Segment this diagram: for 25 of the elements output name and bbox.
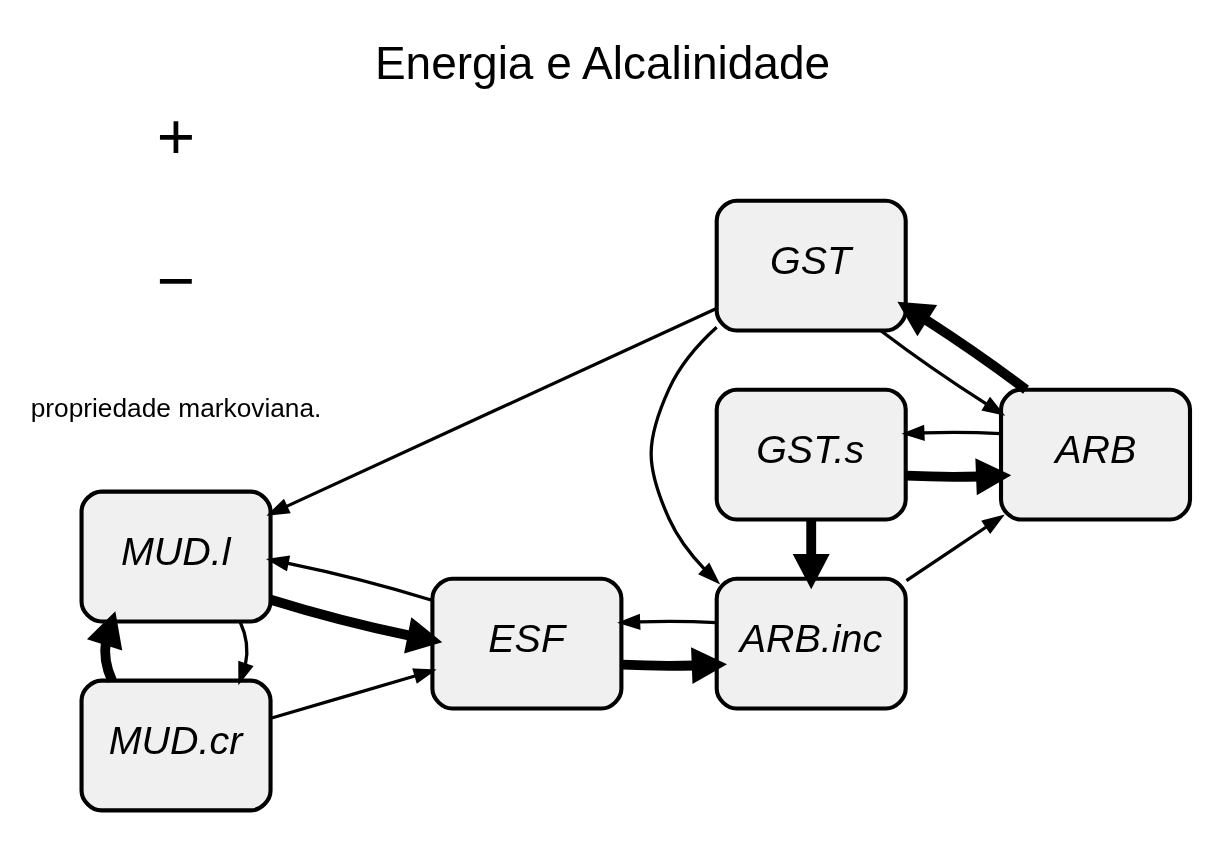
arrow bbox=[270, 667, 437, 720]
label: − bbox=[156, 242, 196, 317]
node-box: ESF bbox=[430, 576, 624, 711]
node-box: MUD.l bbox=[79, 489, 273, 623]
node-box: ARB bbox=[998, 387, 1193, 522]
arrow bbox=[87, 610, 123, 683]
arrow bbox=[621, 646, 727, 684]
arrow bbox=[266, 306, 718, 516]
arrow bbox=[792, 519, 830, 589]
node-box: ARB.inc bbox=[714, 576, 908, 711]
arrow bbox=[617, 613, 717, 630]
arrow bbox=[649, 325, 721, 584]
label: propriedade markoviana. bbox=[30, 392, 322, 423]
node-box: GST bbox=[714, 198, 908, 333]
arrow bbox=[897, 301, 1029, 394]
node-box: GST.s bbox=[714, 387, 908, 522]
arrow bbox=[901, 424, 1001, 441]
arrow bbox=[906, 457, 1012, 495]
arrow bbox=[265, 555, 433, 602]
arrow bbox=[269, 594, 443, 653]
label: + bbox=[156, 98, 196, 173]
node-box: MUD.cr bbox=[79, 678, 273, 812]
arrow bbox=[238, 620, 254, 685]
diagram-title: Energia e Alcalinidade bbox=[374, 36, 831, 89]
arrow bbox=[905, 514, 1005, 582]
